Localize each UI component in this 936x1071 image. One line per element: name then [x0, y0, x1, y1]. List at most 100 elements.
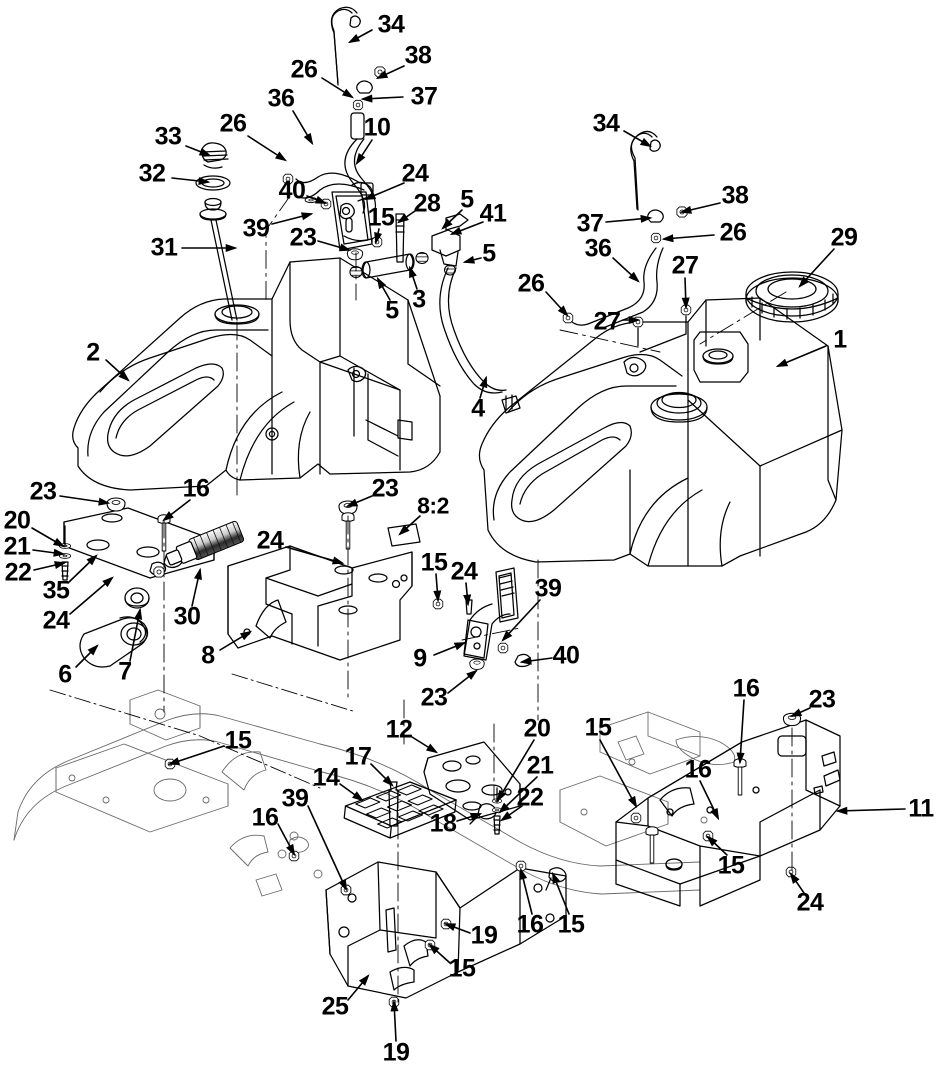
leader-arrow-36	[628, 271, 640, 283]
callout-40: 40	[278, 176, 306, 205]
callout-20: 20	[523, 714, 551, 743]
leader-arrow-34	[639, 137, 653, 148]
callout-11: 11	[908, 794, 934, 823]
callout-4: 4	[471, 394, 485, 423]
callout-23: 23	[289, 223, 317, 252]
callout-15: 15	[557, 910, 585, 939]
callout-16: 16	[684, 755, 712, 784]
leader-arrow-16	[162, 511, 174, 522]
leader-arrow-35	[86, 554, 98, 566]
leader-arrow-24	[363, 191, 377, 200]
leader-arrow-16	[736, 752, 745, 765]
callout-5: 5	[385, 296, 399, 325]
callout-15: 15	[717, 851, 745, 880]
callout-21: 21	[3, 532, 31, 561]
callout-6: 6	[58, 660, 72, 689]
leader-arrow-23	[338, 243, 352, 252]
callout-8-2: 8:2	[417, 492, 449, 519]
leader-arrow-31	[225, 243, 238, 253]
callout-24: 24	[42, 606, 70, 635]
leader-arrow-12	[425, 743, 439, 754]
leader-arrow-6	[87, 644, 99, 656]
leader-arrow-26	[557, 305, 569, 317]
callout-15: 15	[367, 203, 395, 232]
leader-arrow-27	[628, 315, 641, 325]
callout-2: 2	[86, 338, 100, 367]
callout-28: 28	[413, 189, 441, 218]
callout-8: 8	[201, 641, 215, 670]
callout-26: 26	[517, 269, 545, 298]
callout-3: 3	[412, 285, 426, 314]
callout-20: 20	[3, 506, 31, 535]
callout-41: 41	[479, 199, 507, 228]
leader-arrow-21	[53, 548, 66, 557]
callout-23: 23	[29, 477, 57, 506]
callout-22: 22	[516, 783, 544, 812]
leader-arrow-38	[375, 70, 389, 80]
callout-33: 33	[154, 122, 182, 151]
leader-arrow-5	[462, 255, 476, 264]
callout-16: 16	[251, 803, 279, 832]
leader-arrow-20	[52, 537, 66, 548]
callout-27: 27	[671, 251, 699, 280]
callout-15: 15	[420, 548, 448, 577]
leader-arrow-2	[118, 370, 130, 382]
callout-34: 34	[592, 109, 620, 138]
callout-24: 24	[450, 557, 478, 586]
leader-arrow-40	[519, 656, 532, 665]
leader-arrow-15	[706, 835, 718, 847]
callout-32: 32	[138, 159, 166, 188]
leader-arrow-8-2	[398, 524, 410, 536]
leader-arrow-18	[469, 812, 483, 821]
callout-30: 30	[173, 602, 201, 631]
callout-40: 40	[552, 641, 580, 670]
leader-arrow-9	[453, 642, 467, 651]
leader-arrow-37	[640, 214, 653, 223]
leader-line-24	[285, 546, 343, 564]
callout-5: 5	[460, 185, 474, 214]
leader-arrow-37	[360, 94, 373, 103]
leader-arrow-1	[775, 358, 789, 367]
leader-arrow-28	[396, 213, 409, 224]
callout-31: 31	[150, 233, 178, 262]
callout-37: 37	[576, 209, 604, 238]
leader-arrow-19	[443, 923, 457, 932]
callout-15: 15	[584, 713, 612, 742]
leader-arrow-40	[314, 195, 328, 204]
leader-arrow-26	[661, 234, 674, 243]
leader-arrow-39	[501, 630, 513, 642]
leader-arrow-24	[789, 871, 800, 884]
leader-arrow-10	[355, 152, 366, 166]
callout-12: 12	[385, 715, 413, 744]
leader-arrow-36	[303, 132, 314, 146]
callout-23: 23	[371, 474, 399, 503]
callout-34: 34	[377, 10, 405, 39]
leader-arrow-23	[466, 669, 478, 680]
leader-arrow-29	[798, 276, 810, 288]
callout-7: 7	[118, 657, 132, 686]
callout-10: 10	[363, 113, 391, 142]
callout-24: 24	[796, 888, 824, 917]
callout-26: 26	[719, 218, 747, 247]
leader-arrow-23	[98, 497, 111, 506]
leader-arrow-8	[239, 630, 253, 641]
callout-39: 39	[281, 784, 309, 813]
callout-26: 26	[290, 55, 318, 84]
leader-arrow-5	[441, 218, 453, 230]
leader-arrow-23	[345, 498, 359, 507]
leader-arrow-16	[710, 807, 720, 821]
callout-15: 15	[224, 726, 252, 755]
leader-arrow-24	[463, 594, 472, 607]
callout-19: 19	[470, 921, 498, 950]
callout-23: 23	[420, 683, 448, 712]
callout-16: 16	[516, 910, 544, 939]
callout-22: 22	[4, 558, 32, 587]
callout-39: 39	[534, 574, 562, 603]
callout-21: 21	[526, 751, 554, 780]
leader-arrow-23	[789, 708, 803, 718]
leader-arrow-15	[428, 943, 440, 955]
leader-arrow-34	[347, 33, 361, 44]
leader-arrow-5	[376, 276, 387, 290]
callout-37: 37	[410, 82, 438, 111]
